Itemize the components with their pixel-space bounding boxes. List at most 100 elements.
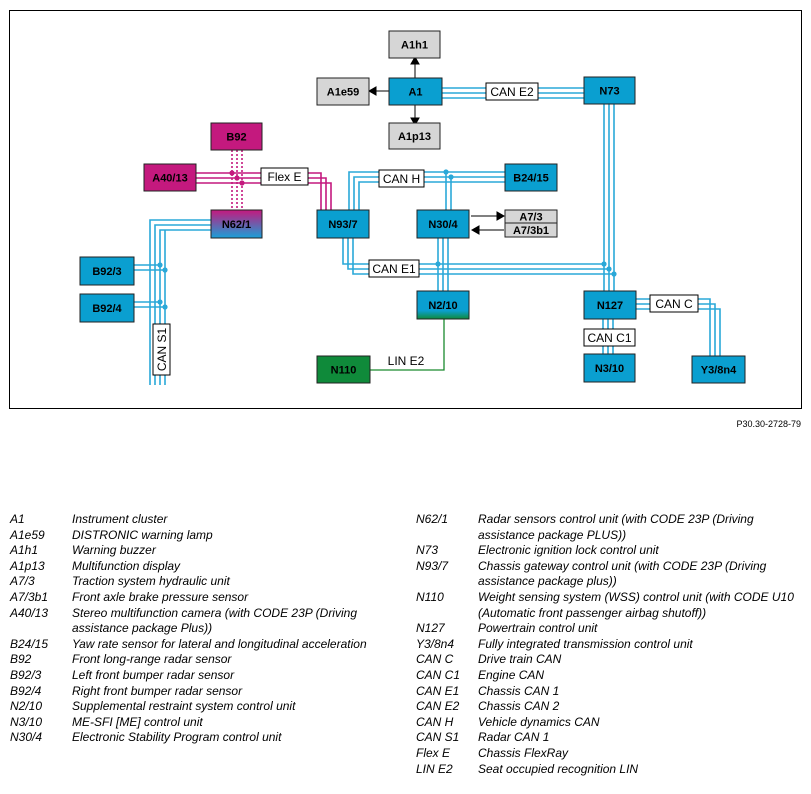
bus-label-can-s1: CAN S1 (152, 323, 171, 376)
legend-row: Y3/8n4 Fully integrated transmission cont… (416, 637, 796, 653)
svg-text:N3/10: N3/10 (595, 363, 624, 375)
legend-description: Weight sensing system (WSS) control unit… (478, 589, 794, 620)
node-N110: N110 (316, 355, 371, 384)
legend-row: N30/4 Electronic Stability Program contro… (10, 730, 395, 746)
legend-description: Radar sensors control unit (with CODE 23… (478, 512, 754, 542)
can-h-line (348, 171, 506, 210)
svg-text:N127: N127 (597, 300, 623, 312)
svg-text:A1e59: A1e59 (327, 87, 359, 99)
svg-text:CAN C1: CAN C1 (587, 331, 631, 345)
node-B24-15: B24/15 (504, 163, 558, 192)
bus-label-can-h: CAN H (378, 169, 425, 188)
svg-text:N2/10: N2/10 (428, 300, 457, 312)
svg-text:A7/3b1: A7/3b1 (513, 225, 549, 237)
svg-text:N93/7: N93/7 (328, 219, 357, 231)
legend-description: Chassis CAN 1 (478, 683, 560, 698)
svg-text:B92: B92 (226, 132, 246, 144)
svg-text:CAN E2: CAN E2 (490, 85, 534, 99)
legend-description: Radar CAN 1 (478, 730, 550, 745)
lin-e2-line (370, 318, 445, 371)
node-N73: N73 (583, 76, 636, 105)
svg-text:LIN E2: LIN E2 (388, 354, 425, 368)
node-Y3-8n4: Y3/8n4 (691, 355, 746, 384)
legend-description: DISTRONIC warning lamp (72, 527, 213, 542)
svg-text:CAN S1: CAN S1 (155, 328, 169, 372)
bus-label-can-e1: CAN E1 (368, 259, 420, 278)
legend-code: Y3/8n4 (416, 636, 455, 651)
svg-text:N30/4: N30/4 (428, 219, 458, 231)
bus-label-can-c1: CAN C1 (583, 328, 636, 347)
legend-code: CAN S1 (416, 730, 460, 745)
legend-description: Traction system hydraulic unit (72, 574, 230, 589)
svg-text:B24/15: B24/15 (513, 173, 548, 185)
junction-dots (157, 169, 617, 310)
svg-text:B92/4: B92/4 (92, 303, 122, 315)
legend-description: Chassis gateway control unit (with CODE … (478, 558, 767, 589)
legend-description: Drive train CAN (478, 652, 562, 667)
legend-description: Yaw rate sensor for lateral and longitud… (72, 636, 367, 651)
legend-code: CAN E2 (416, 699, 460, 714)
legend-row: A7/3 Traction system hydraulic unit (10, 574, 395, 590)
legend-description: Fully integrated transmission control un… (478, 636, 693, 651)
svg-text:CAN H: CAN H (383, 172, 420, 186)
legend-description: Engine CAN (478, 667, 545, 682)
legend-description: Vehicle dynamics CAN (478, 714, 600, 729)
node-A1e59: A1e59 (316, 77, 370, 106)
legend-code: N3/10 (10, 714, 43, 729)
legend-code: A7/3 (10, 574, 35, 589)
legend-description: Instrument cluster (72, 512, 168, 526)
svg-text:CAN C: CAN C (655, 297, 693, 311)
legend-description: Seat occupied recognition LIN (478, 761, 639, 776)
legend-description: ME-SFI [ME] control unit (72, 714, 203, 729)
arrows (367, 55, 506, 235)
node-A7-3: A7/3 (504, 209, 558, 224)
node-N3-10: N3/10 (583, 353, 636, 383)
reference-code: P30.30-2728-79 (736, 419, 801, 429)
network-diagram: A1h1 A1e59 A1 A1p13 N73 B92 A40/13 N62/1… (9, 10, 802, 409)
can-e1-line (342, 238, 614, 292)
node-A1: A1 (388, 77, 443, 106)
node-N2-10: N2/10 (416, 290, 470, 320)
legend-description: Left front bumper radar sensor (72, 667, 235, 682)
svg-text:CAN E1: CAN E1 (372, 262, 416, 276)
bus-label-can-c: CAN C (649, 294, 699, 313)
legend-code: N73 (416, 543, 439, 558)
legend-row: N2/10 Supplemental restraint system contr… (10, 699, 395, 715)
legend-code: Flex E (416, 745, 451, 760)
svg-text:A1: A1 (408, 87, 422, 99)
n73-n127-line (603, 104, 615, 292)
legend-code: N2/10 (10, 699, 43, 714)
legend-row: Flex E Chassis FlexRay (416, 746, 796, 762)
node-A1p13: A1p13 (388, 122, 441, 150)
legend-description: Supplemental restraint system control un… (72, 699, 296, 714)
legend-description: Stereo multifunction camera (with CODE 2… (72, 605, 357, 636)
bus-label-flex-e: Flex E (260, 167, 309, 186)
legend-code: N93/7 (416, 558, 449, 573)
legend-code: N30/4 (10, 730, 43, 745)
legend-description: Electronic Stability Program control uni… (72, 730, 282, 745)
node-B92-4: B92/4 (79, 293, 135, 323)
legend-description: Chassis FlexRay (478, 745, 569, 760)
legend-row: N93/7 Chassis gateway control unit (with … (416, 559, 796, 590)
legend-description: Right front bumper radar sensor (72, 683, 243, 698)
svg-text:N62/1: N62/1 (222, 219, 251, 231)
node-B92-3: B92/3 (79, 256, 135, 286)
